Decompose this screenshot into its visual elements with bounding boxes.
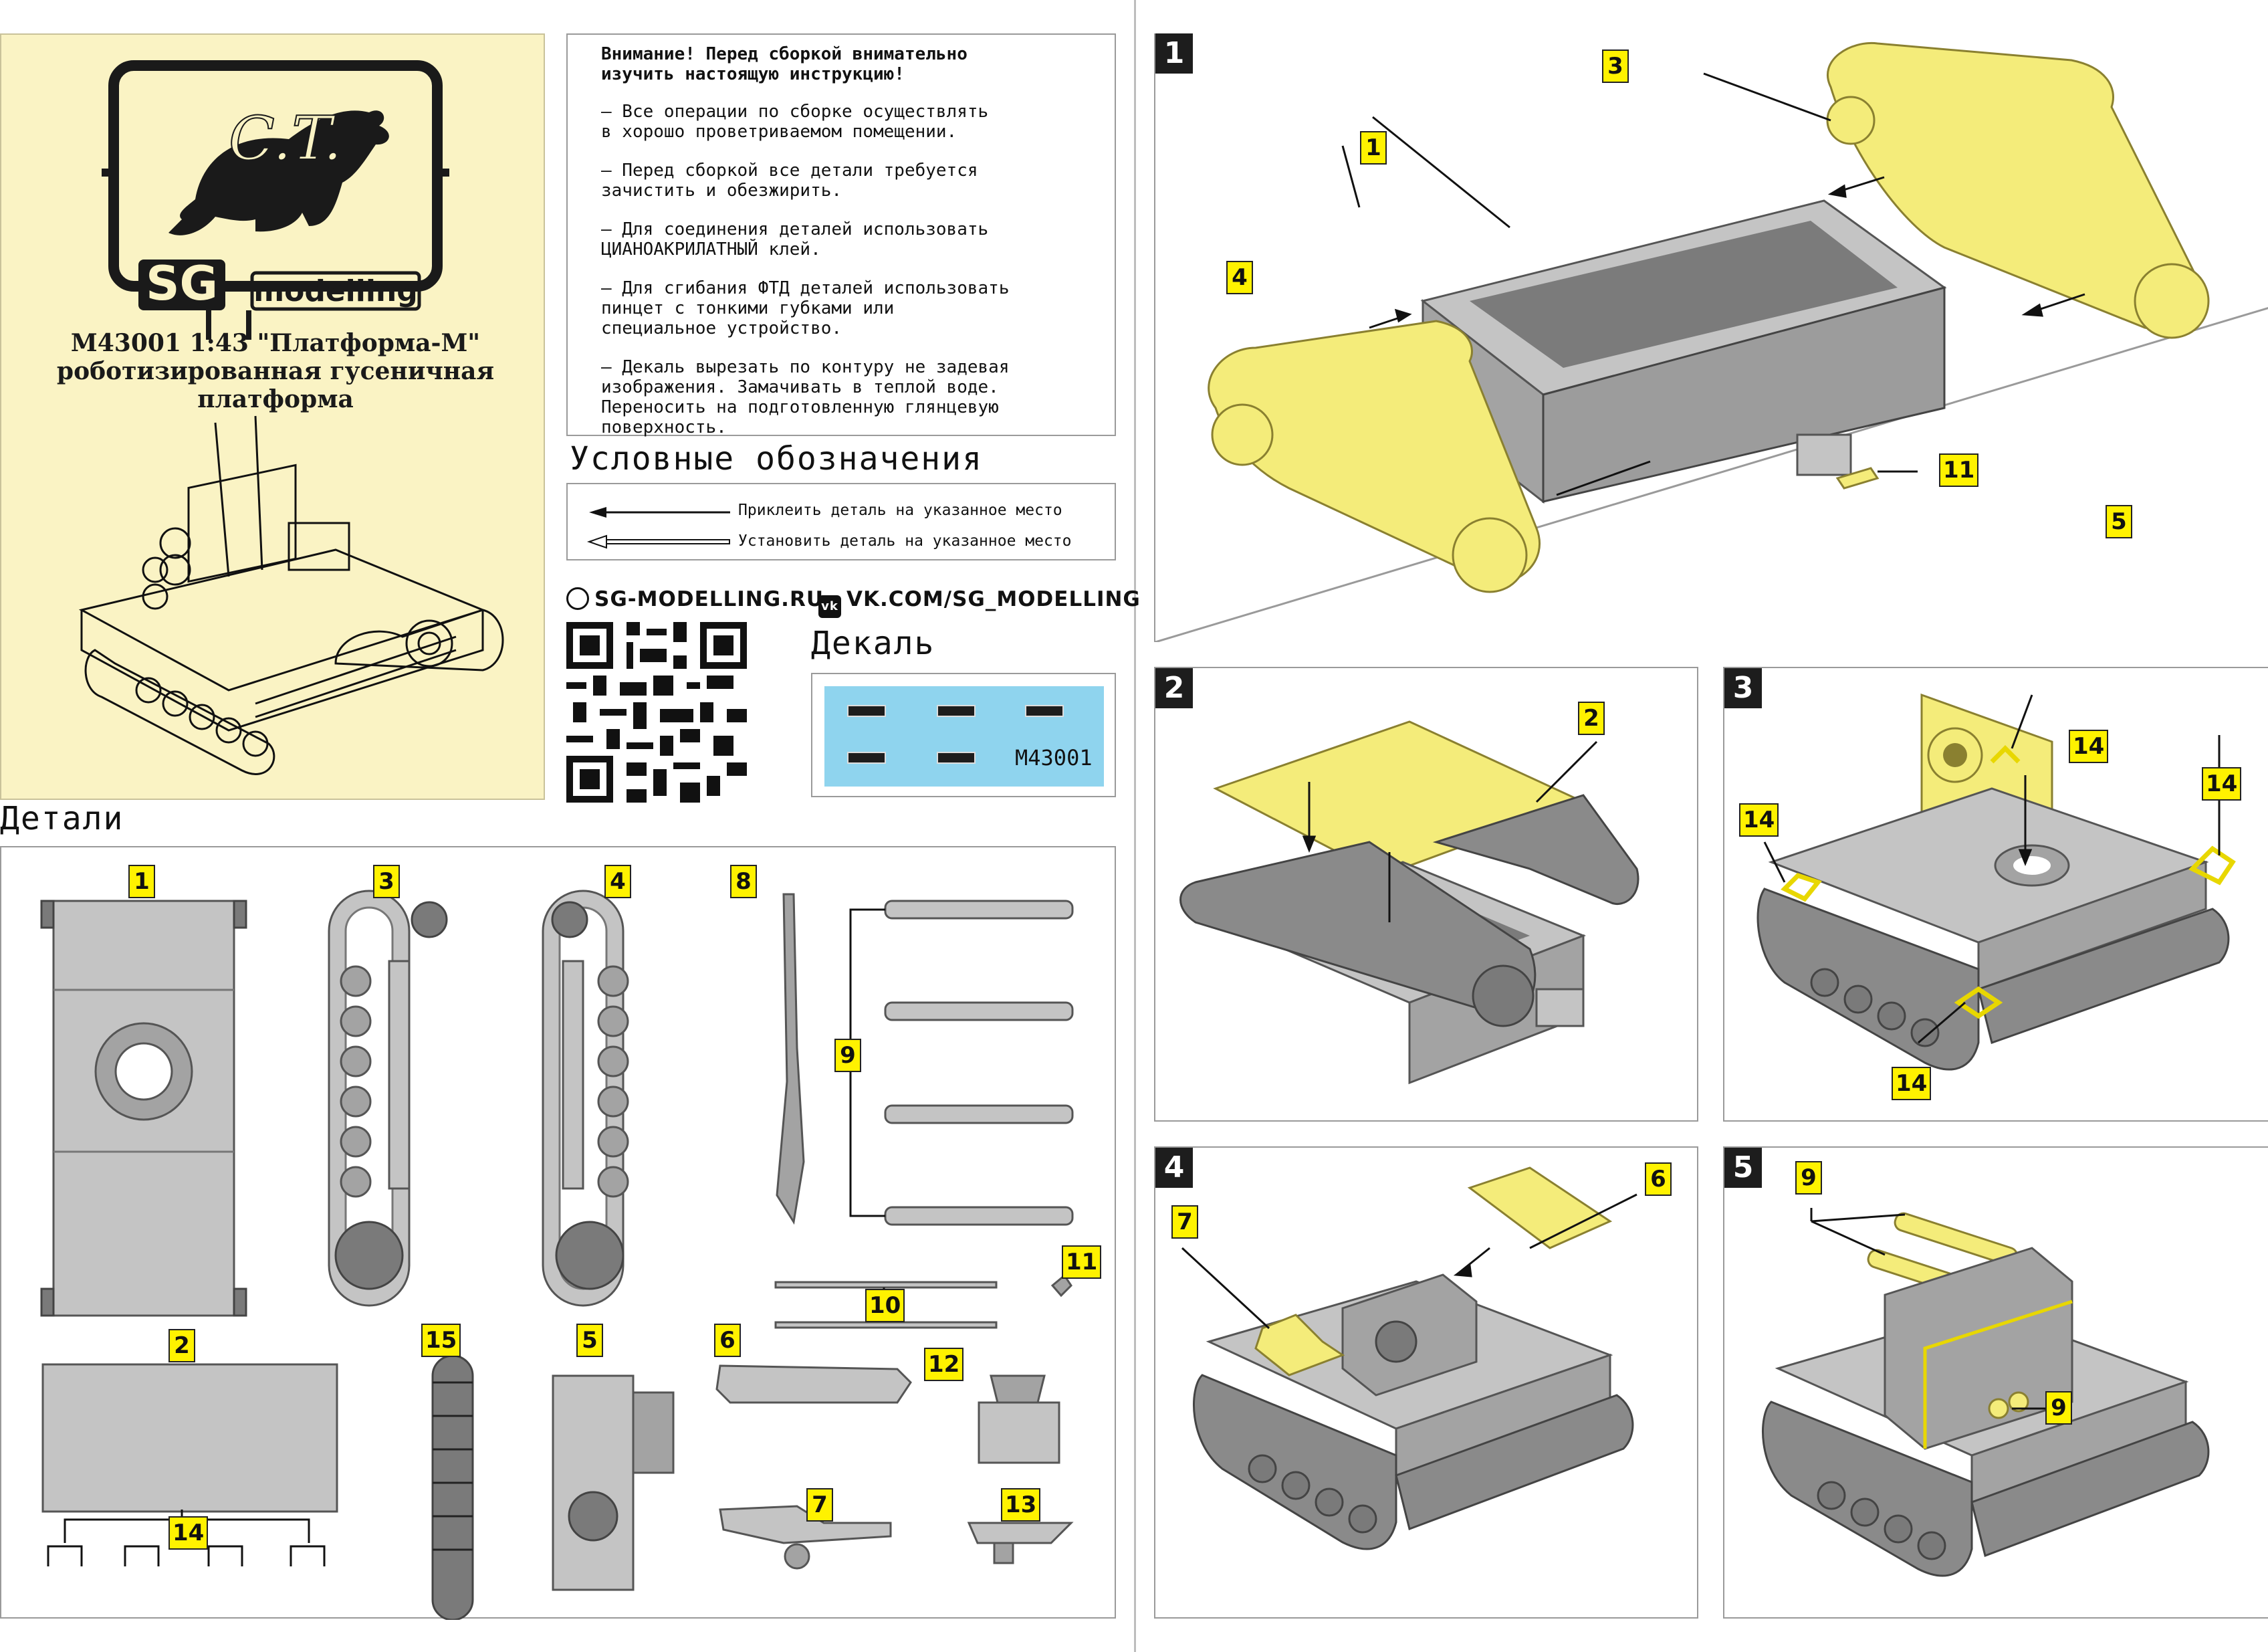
decal-plate bbox=[937, 752, 976, 764]
parts-title: Детали bbox=[0, 800, 124, 837]
parts-panel: 1 2 3 4 5 6 7 8 9 10 11 12 13 14 15 bbox=[0, 846, 1116, 1620]
part-11 bbox=[1050, 1273, 1072, 1298]
step-number: 3 bbox=[1724, 668, 1762, 708]
step-tag: 9 bbox=[1795, 1161, 1822, 1195]
part-tag: 1 bbox=[128, 865, 155, 898]
part-7 bbox=[719, 1505, 892, 1544]
decal-plate bbox=[847, 705, 886, 717]
bear-icon bbox=[168, 110, 389, 235]
step-5-drawing bbox=[1762, 1208, 2210, 1577]
step-4-part-7 bbox=[1254, 1314, 1345, 1376]
step-2-panel: 2 2 bbox=[1154, 667, 1698, 1122]
part-9-tubes bbox=[884, 900, 1074, 1226]
legend-install-label: Установить деталь на указанное место bbox=[738, 532, 1072, 550]
step-number: 5 bbox=[1724, 1148, 1762, 1188]
instruction-item: – Для соединения деталей использовать ЦИ… bbox=[601, 219, 989, 260]
part-5 bbox=[552, 1374, 635, 1591]
instruction-item: – Для сгибания ФТД деталей использовать … bbox=[601, 278, 1010, 338]
step-1-panel: 1 1 3 4 11 bbox=[1154, 33, 2268, 642]
instruction-item: – Все операции по сборке осуществлять в … bbox=[601, 102, 989, 142]
part-10-rod bbox=[774, 1321, 998, 1329]
cover-panel: C.T. SG modelling M43001 1:43 "Платформа… bbox=[0, 33, 545, 800]
step-number: 2 bbox=[1155, 668, 1193, 708]
step-tag: 9 bbox=[2045, 1391, 2072, 1425]
step-3-drawing bbox=[1756, 693, 2236, 1071]
instructions-box: Внимание! Перед сборкой внимательно изуч… bbox=[566, 33, 1116, 437]
decal-plate bbox=[847, 752, 886, 764]
part-tag: 2 bbox=[168, 1329, 195, 1362]
part-tag: 8 bbox=[730, 865, 757, 898]
part-2-plate bbox=[41, 1363, 338, 1513]
legend-title: Условные обозначения bbox=[570, 440, 983, 478]
step-4-drawing bbox=[1181, 1166, 1637, 1550]
part-6 bbox=[715, 1364, 912, 1404]
globe-icon bbox=[566, 587, 589, 610]
instructions-warning: Внимание! Перед сборкой внимательно изуч… bbox=[601, 44, 968, 84]
step-tag: 14 bbox=[2202, 767, 2242, 801]
part-tag: 10 bbox=[865, 1289, 905, 1322]
step-tag: 14 bbox=[1739, 803, 1779, 837]
part-13 bbox=[967, 1522, 1074, 1544]
step-tag: 6 bbox=[1645, 1162, 1672, 1196]
cover-tank-drawing bbox=[78, 415, 504, 775]
part-tag: 13 bbox=[1001, 1488, 1041, 1522]
step-tag: 5 bbox=[2106, 505, 2132, 538]
part-tag: 11 bbox=[1062, 1245, 1102, 1279]
step-tag: 1 bbox=[1360, 131, 1387, 165]
step-tag: 14 bbox=[1892, 1067, 1932, 1100]
step-tag: 7 bbox=[1171, 1205, 1198, 1239]
part-10-rod bbox=[774, 1281, 998, 1289]
instruction-item: – Декаль вырезать по контуру не задевая … bbox=[601, 357, 1010, 437]
sg-logo: C.T. SG modelling bbox=[102, 60, 449, 340]
legend-box: Приклеить деталь на указанное место Уста… bbox=[566, 483, 1116, 560]
part-tag: 7 bbox=[806, 1488, 833, 1522]
brand-sg: SG bbox=[146, 256, 218, 311]
step-3-panel: 3 5 14 14 14 14 bbox=[1723, 505, 2268, 1122]
step-4-panel: 4 6 7 bbox=[1154, 1146, 1698, 1619]
cover-title: M43001 1:43 "Платформа-М" роботизированн… bbox=[56, 329, 495, 413]
step-5-panel: 5 9 9 bbox=[1723, 1146, 2268, 1619]
decal-sheet: M43001 bbox=[811, 673, 1116, 797]
decal-plate bbox=[937, 705, 976, 717]
step-tag: 2 bbox=[1578, 702, 1605, 735]
step-2-drawing bbox=[1179, 720, 1639, 1085]
step-1-part-11 bbox=[1835, 467, 1880, 490]
step-4-part-6 bbox=[1467, 1166, 1613, 1249]
step-tag: 4 bbox=[1226, 261, 1253, 294]
step-number: 4 bbox=[1155, 1148, 1193, 1188]
part-12 bbox=[978, 1401, 1060, 1464]
step-number: 1 bbox=[1155, 33, 1193, 74]
decal-film: M43001 bbox=[824, 686, 1104, 787]
part-tag: 5 bbox=[576, 1324, 603, 1357]
part-tag: 9 bbox=[834, 1039, 861, 1072]
part-15 bbox=[431, 1354, 474, 1620]
decal-code: M43001 bbox=[1015, 745, 1093, 770]
brand-modelling: modelling bbox=[253, 274, 417, 308]
vk-icon: vk bbox=[818, 595, 841, 618]
part-tag: 4 bbox=[604, 865, 631, 898]
step-1-drawing bbox=[1155, 41, 2268, 642]
svg-text:C.T.: C.T. bbox=[229, 104, 342, 174]
step-tag: 3 bbox=[1602, 49, 1629, 83]
part-tag: 12 bbox=[924, 1348, 964, 1381]
part-tag: 6 bbox=[714, 1324, 741, 1357]
part-tag: 14 bbox=[168, 1516, 209, 1550]
parts-drawing bbox=[40, 890, 1074, 1620]
qr-code[interactable] bbox=[566, 622, 747, 803]
step-tag: 14 bbox=[2069, 730, 2109, 763]
decal-plate bbox=[1025, 705, 1064, 717]
site-link[interactable]: SG-MODELLING.RU bbox=[566, 587, 824, 611]
part-tag: 15 bbox=[421, 1324, 461, 1357]
part-8 bbox=[776, 893, 805, 1225]
legend-glue-label: Приклеить деталь на указанное место bbox=[738, 502, 1062, 519]
step-tag: 11 bbox=[1939, 453, 1979, 487]
page-fold bbox=[1134, 0, 1136, 1652]
decal-title: Декаль bbox=[811, 625, 935, 662]
instruction-item: – Перед сборкой все детали требуется зач… bbox=[601, 161, 978, 201]
step-1-track-4 bbox=[1208, 320, 1541, 584]
part-tag: 3 bbox=[373, 865, 400, 898]
